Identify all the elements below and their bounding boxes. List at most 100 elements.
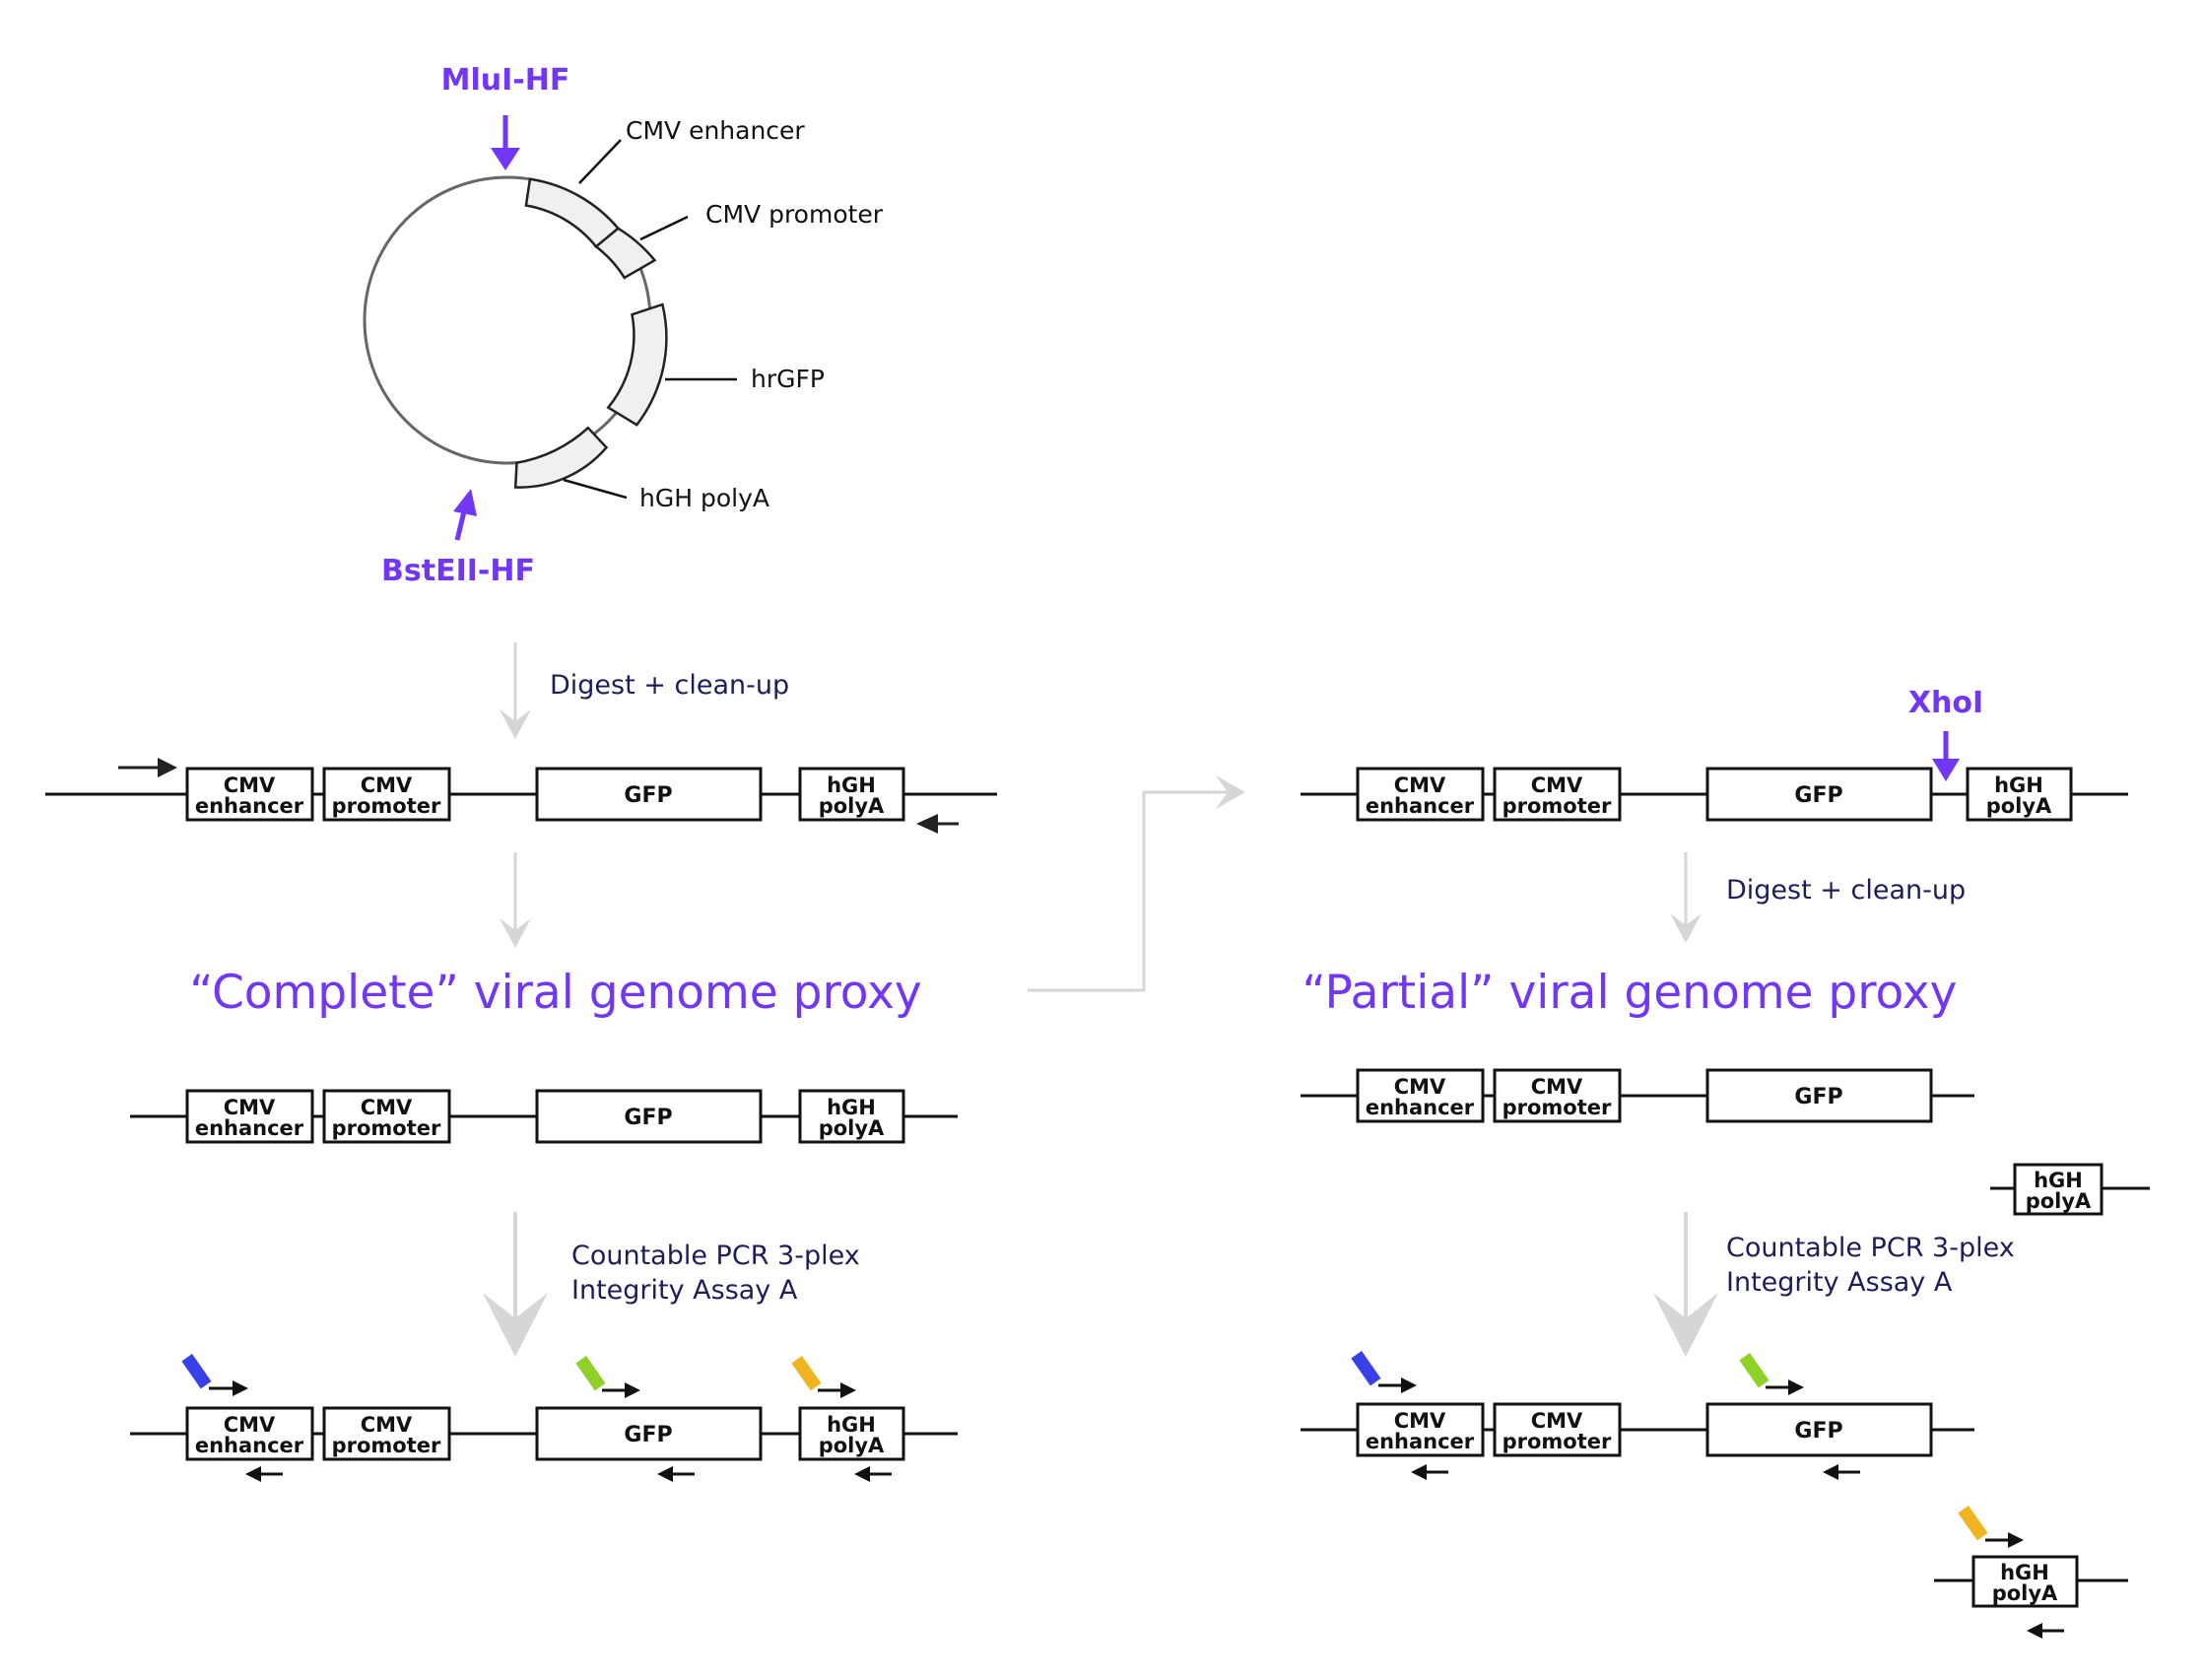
svg-text:GFP: GFP bbox=[624, 1423, 672, 1447]
gray-down-arrow-2 bbox=[500, 918, 531, 948]
box-cmv-enhancer: CMV enhancer bbox=[185, 1089, 314, 1144]
svg-text:polyA: polyA bbox=[1986, 794, 2052, 818]
box-gfp: GFP bbox=[535, 1406, 763, 1461]
plasmid-label-hgh-polya: hGH polyA bbox=[639, 484, 769, 512]
title-partial-proxy: “Partial” viral genome proxy bbox=[1302, 966, 1958, 1020]
svg-text:CMV: CMV bbox=[1394, 1409, 1446, 1433]
step-pcr-left-2: Integrity Assay A bbox=[571, 1275, 798, 1306]
enzyme-label-bsteii: BstEII-HF bbox=[381, 554, 535, 588]
probe-orange bbox=[1958, 1506, 1988, 1541]
box-hgh-polya: hGH polyA bbox=[798, 1089, 905, 1144]
plasmid-segment-cmv-promoter bbox=[593, 227, 657, 280]
svg-text:enhancer: enhancer bbox=[195, 794, 304, 818]
box-cmv-enhancer: CMV enhancer bbox=[185, 1406, 314, 1461]
partial-proxy-assay-fragment-2: hGH polyA bbox=[1934, 1506, 2128, 1639]
gray-down-arrow-right-1 bbox=[1670, 913, 1702, 943]
plasmid-segment-hrgfp bbox=[606, 302, 668, 427]
plasmid-segment-cmv-enhancer bbox=[524, 177, 621, 249]
probe-orange bbox=[791, 1356, 822, 1391]
enzyme-label-xhoi: XhoI bbox=[1908, 686, 1983, 720]
svg-text:enhancer: enhancer bbox=[1366, 794, 1475, 818]
plasmid-label-hrgfp: hrGFP bbox=[751, 365, 825, 393]
gray-connector-arrow bbox=[1028, 790, 1235, 992]
box-gfp: GFP bbox=[1705, 767, 1933, 822]
svg-text:CMV: CMV bbox=[1531, 1409, 1583, 1433]
box-cmv-enhancer: CMV enhancer bbox=[185, 767, 314, 822]
box-hgh-polya: hGH polyA bbox=[2013, 1163, 2104, 1216]
step-pcr-right-2: Integrity Assay A bbox=[1726, 1267, 1953, 1298]
svg-text:CMV: CMV bbox=[224, 1096, 276, 1119]
gray-down-arrow-1 bbox=[500, 709, 531, 739]
svg-text:CMV: CMV bbox=[1531, 773, 1583, 797]
svg-text:enhancer: enhancer bbox=[1366, 1096, 1475, 1119]
complete-proxy-assay-construct: CMV enhancer CMV promoter GFP hGH polyA bbox=[130, 1354, 958, 1482]
svg-text:CMV: CMV bbox=[361, 1096, 413, 1119]
step-digest-left: Digest + clean-up bbox=[550, 670, 789, 701]
probe-green bbox=[575, 1356, 606, 1391]
complete-proxy-construct: CMV enhancer CMV promoter GFP hGH polyA bbox=[130, 1089, 958, 1144]
svg-text:promoter: promoter bbox=[1503, 1430, 1612, 1453]
box-hgh-polya: hGH polyA bbox=[798, 767, 905, 822]
svg-text:hGH: hGH bbox=[827, 1413, 876, 1437]
svg-text:hGH: hGH bbox=[827, 1096, 876, 1119]
box-cmv-promoter: CMV promoter bbox=[322, 1089, 451, 1144]
svg-text:CMV: CMV bbox=[224, 773, 276, 797]
svg-text:GFP: GFP bbox=[624, 783, 672, 808]
box-cmv-promoter: CMV promoter bbox=[1493, 767, 1622, 822]
right-linear-construct: CMV enhancer CMV promoter GFP hGH polyA … bbox=[1301, 686, 2128, 822]
box-cmv-promoter: CMV promoter bbox=[1493, 1068, 1622, 1123]
svg-text:hGH: hGH bbox=[2034, 1169, 2083, 1192]
svg-text:CMV: CMV bbox=[1394, 1075, 1446, 1099]
partial-proxy-fragment-1: CMV enhancer CMV promoter GFP bbox=[1301, 1068, 1974, 1123]
svg-text:polyA: polyA bbox=[819, 794, 885, 818]
plasmid-label-cmv-promoter: CMV promoter bbox=[705, 200, 884, 229]
box-cmv-enhancer: CMV enhancer bbox=[1356, 1402, 1485, 1457]
flow-arrows: Digest + clean-up Countable PCR 3-plex I… bbox=[483, 642, 2015, 1357]
svg-text:CMV: CMV bbox=[1531, 1075, 1583, 1099]
box-hgh-polya: hGH polyA bbox=[798, 1406, 905, 1461]
plasmid-segment-hgh-polya bbox=[513, 426, 609, 489]
step-digest-right: Digest + clean-up bbox=[1726, 875, 1966, 906]
box-hgh-polya: hGH polyA bbox=[1971, 1555, 2079, 1608]
svg-text:GFP: GFP bbox=[1794, 1419, 1842, 1444]
step-pcr-left-1: Countable PCR 3-plex bbox=[571, 1241, 860, 1271]
svg-text:promoter: promoter bbox=[332, 1116, 441, 1140]
box-gfp: GFP bbox=[1705, 1068, 1933, 1123]
xhoi-cut-arrow-head bbox=[1932, 759, 1960, 781]
partial-proxy-assay-fragment-1: CMV enhancer CMV promoter GFP bbox=[1301, 1351, 1974, 1480]
left-linear-construct: CMV enhancer CMV promoter GFP hGH polyA bbox=[45, 758, 997, 834]
box-cmv-promoter: CMV promoter bbox=[322, 767, 451, 822]
svg-text:promoter: promoter bbox=[332, 1434, 441, 1457]
svg-text:promoter: promoter bbox=[1503, 794, 1612, 818]
box-hgh-polya: hGH polyA bbox=[1966, 767, 2073, 822]
enzyme-label-mlui: MluI-HF bbox=[441, 63, 570, 98]
box-cmv-promoter: CMV promoter bbox=[322, 1406, 451, 1461]
step-pcr-right-1: Countable PCR 3-plex bbox=[1726, 1233, 2015, 1263]
box-cmv-enhancer: CMV enhancer bbox=[1356, 767, 1485, 822]
mlui-cut-arrow-head bbox=[491, 148, 520, 170]
svg-text:enhancer: enhancer bbox=[195, 1434, 304, 1457]
svg-text:CMV: CMV bbox=[1394, 773, 1446, 797]
svg-text:promoter: promoter bbox=[1503, 1096, 1612, 1119]
svg-text:promoter: promoter bbox=[332, 794, 441, 818]
svg-text:CMV: CMV bbox=[224, 1413, 276, 1437]
svg-text:polyA: polyA bbox=[819, 1434, 885, 1457]
svg-text:GFP: GFP bbox=[624, 1106, 672, 1130]
probe-blue bbox=[1351, 1351, 1381, 1386]
box-gfp: GFP bbox=[535, 767, 763, 822]
svg-text:polyA: polyA bbox=[819, 1116, 885, 1140]
box-gfp: GFP bbox=[535, 1089, 763, 1144]
bsteii-cut-arrow-head bbox=[453, 489, 477, 516]
plasmid-map: CMV enhancer CMV promoter hrGFP hGH poly… bbox=[363, 63, 884, 588]
box-cmv-promoter: CMV promoter bbox=[1493, 1402, 1622, 1457]
probe-green bbox=[1739, 1353, 1770, 1388]
svg-text:polyA: polyA bbox=[2026, 1189, 2092, 1213]
svg-text:CMV: CMV bbox=[361, 1413, 413, 1437]
svg-text:GFP: GFP bbox=[1794, 1085, 1842, 1109]
partial-proxy-fragment-2: hGH polyA bbox=[1990, 1163, 2150, 1216]
svg-text:GFP: GFP bbox=[1794, 783, 1842, 808]
svg-text:hGH: hGH bbox=[2000, 1561, 2049, 1584]
svg-text:CMV: CMV bbox=[361, 773, 413, 797]
plasmid-label-cmv-enhancer: CMV enhancer bbox=[626, 116, 805, 145]
